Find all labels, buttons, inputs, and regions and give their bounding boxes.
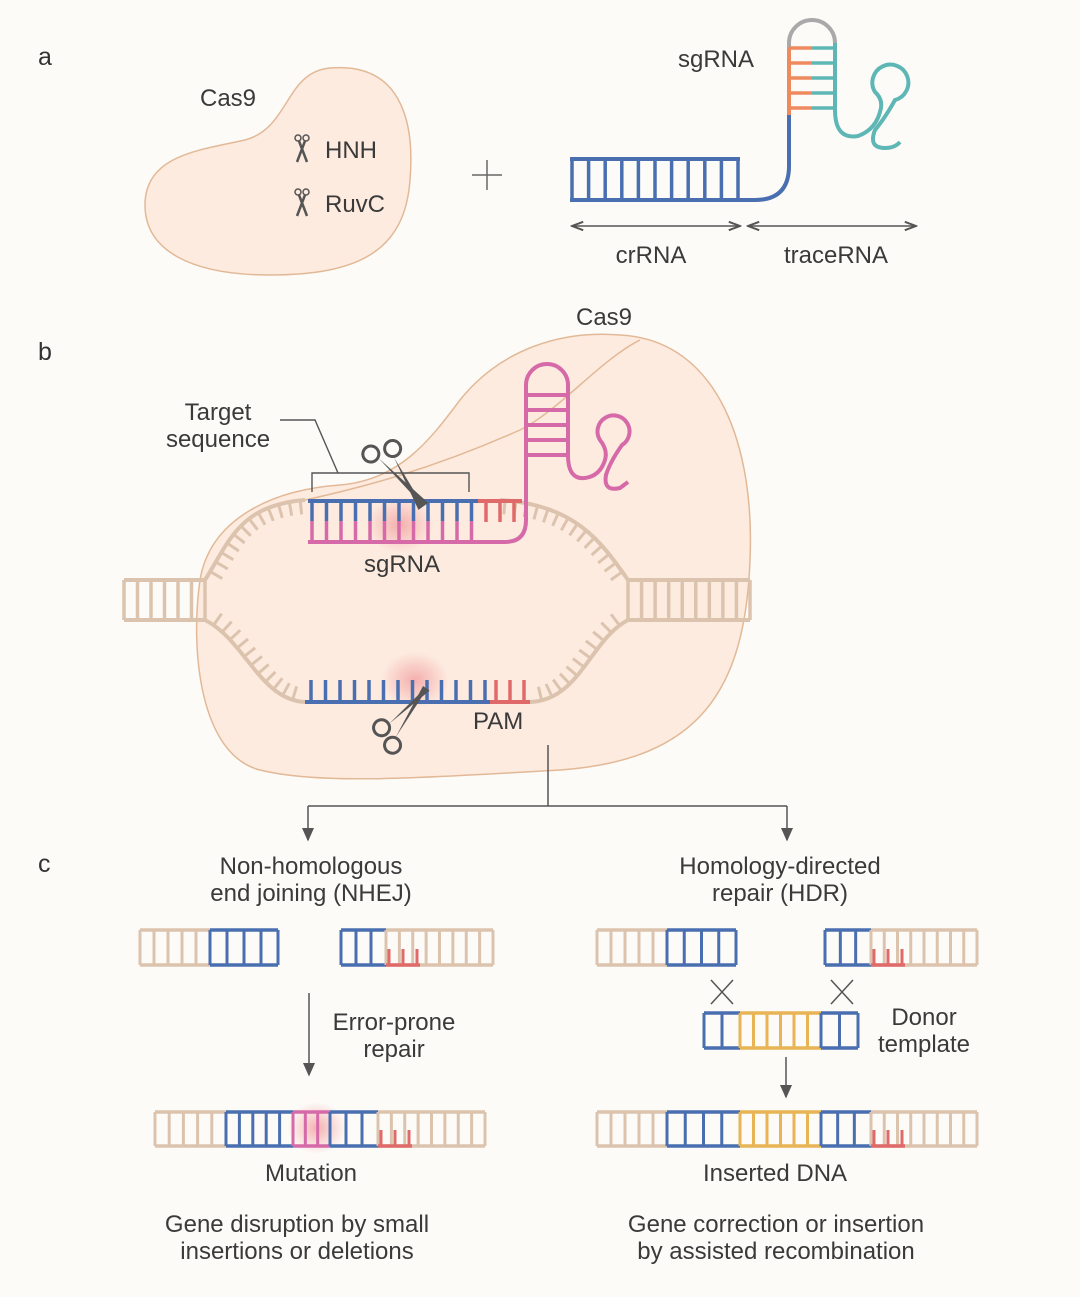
sgrna-structure-a: [570, 18, 911, 202]
hdr-title-line2: repair (HDR): [711, 880, 849, 907]
dna-unpaired-base: [221, 620, 233, 633]
sgrna-label-a: sgRNA: [678, 46, 755, 73]
dna-unpaired-base: [232, 533, 246, 545]
nhej-outcome-line1: Gene disruption by small: [164, 1211, 430, 1238]
dna-unpaired-base: [256, 511, 267, 526]
cas9-label-b: Cas9: [576, 304, 633, 331]
target-label-line1: Target: [184, 399, 252, 426]
dna-unpaired-base: [264, 670, 277, 683]
nhej-title-line1: Non-homologous: [219, 853, 403, 880]
pam-label: PAM: [473, 708, 524, 735]
dna-unpaired-base: [226, 541, 240, 553]
target-bracket: [280, 419, 470, 492]
panel-label-a: a: [38, 43, 52, 71]
nhej-step-line1: Error-prone: [332, 1009, 456, 1036]
scissors-icon-top: [361, 439, 429, 510]
tracerna-label: traceRNA: [783, 242, 889, 269]
dna-unpaired-base: [583, 536, 596, 549]
nhej-outcome-line2: insertions or deletions: [180, 1238, 414, 1265]
dna-unpaired-base: [603, 561, 617, 573]
hnh-scissors-icon: [294, 134, 310, 163]
dna-unwound-strand: [204, 618, 306, 704]
branch-arrows: [302, 745, 793, 842]
ruvc-label: RuvC: [325, 191, 386, 218]
dna-unpaired-base: [212, 612, 223, 626]
plus-sign: [472, 160, 502, 190]
protein-outline-overlap: [304, 339, 641, 501]
inserted-dna-label: Inserted DNA: [702, 1160, 848, 1187]
dna-unpaired-base: [609, 613, 621, 627]
dna-unpaired-base: [228, 629, 242, 641]
dna-unpaired-base: [590, 544, 603, 557]
ruvc-scissors-icon: [294, 188, 310, 217]
dna-unpaired-base: [551, 678, 563, 692]
dna-unpaired-base: [560, 517, 570, 532]
dna-unpaired-base: [584, 639, 598, 651]
mutated-dna: [153, 1110, 487, 1148]
dna-unpaired-base: [209, 570, 223, 580]
target-label-line2: sequence: [165, 426, 271, 453]
donor-label-line2: template: [877, 1031, 971, 1058]
mutation-label: Mutation: [264, 1160, 358, 1187]
dna-unpaired-base: [287, 501, 294, 517]
dna-unpaired-base: [266, 507, 275, 522]
nhej-title-line2: end joining (NHEJ): [210, 880, 412, 907]
dna-unpaired-base: [250, 655, 263, 667]
dna-unpaired-base: [281, 682, 291, 697]
dna-unpaired-base: [542, 508, 550, 523]
dna-unpaired-base: [600, 621, 613, 634]
dna-unpaired-base: [551, 512, 560, 527]
panel-label-c: c: [38, 850, 51, 878]
target-sgrna-duplex: [305, 499, 530, 704]
dna-unpaired-base: [578, 648, 592, 660]
dna-unwound-strand: [499, 498, 630, 582]
hnh-label: HNH: [325, 137, 377, 164]
dna-unpaired-base: [576, 529, 588, 543]
crrna-label: crRNA: [615, 242, 687, 269]
dna-unpaired-base: [597, 553, 611, 565]
donor-label-line1: Donor: [891, 1004, 957, 1031]
sgrna-label-b: sgRNA: [363, 551, 441, 578]
dna-unpaired-base: [298, 500, 304, 515]
hdr-outcome-line1: Gene correction or insertion: [627, 1211, 925, 1238]
dna-unpaired-base: [558, 672, 571, 685]
dna-unpaired-base: [247, 517, 259, 531]
dna-unpaired-base: [236, 637, 249, 650]
nhej-step-line2: repair: [363, 1036, 425, 1063]
dna-unpaired-base: [272, 677, 284, 691]
sgrna-hairpin-b: [478, 362, 632, 544]
scissors-icon-bottom: [372, 685, 430, 755]
crossover-marks: [710, 979, 854, 1005]
dna-bubble: [122, 339, 752, 704]
cas9-label-a: Cas9: [200, 85, 257, 112]
hdr-outcome-line2: by assisted recombination: [637, 1238, 915, 1265]
cas9-protein-a: [144, 66, 412, 276]
dna-unpaired-base: [532, 505, 539, 520]
dna-unpaired-base: [568, 523, 579, 537]
dna-unpaired-base: [277, 503, 284, 519]
dna-unpaired-base: [257, 663, 270, 675]
dna-unpaired-base: [565, 665, 579, 677]
dna-unpaired-base: [239, 524, 252, 537]
dna-unpaired-base: [291, 686, 299, 701]
hdr-title-line1: Homology-directed: [679, 853, 881, 880]
dna-unpaired-base: [592, 630, 605, 642]
dna-unpaired-base: [214, 560, 229, 571]
dna-unpaired-base: [544, 683, 554, 698]
dna-unpaired-base: [571, 657, 585, 669]
cas9-protein-b: [195, 333, 752, 780]
repair-pathways: [138, 928, 979, 1148]
dna-unpaired-base: [609, 570, 624, 582]
dna-unpaired-base: [220, 551, 235, 562]
panel-label-b: b: [38, 338, 52, 366]
dna-unpaired-base: [243, 646, 257, 658]
dna-unpaired-base: [536, 686, 544, 701]
